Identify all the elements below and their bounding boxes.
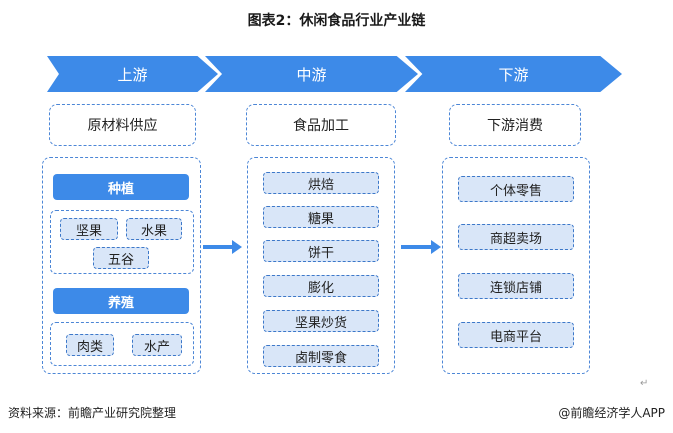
- process-item: 卤制零食: [263, 345, 379, 367]
- breeding-item: 水产: [132, 334, 182, 356]
- source-note: 资料来源：前瞻产业研究院整理: [8, 406, 177, 420]
- stage-midstream: 中游: [205, 56, 418, 92]
- planting-item: 水果: [126, 218, 182, 240]
- channel-item: 商超卖场: [458, 224, 574, 250]
- midstream-header: 食品加工: [246, 104, 396, 146]
- figure-title: 图表2：休闲食品行业产业链: [247, 13, 426, 29]
- process-item: 坚果炒货: [263, 310, 379, 332]
- planting-item: 坚果: [60, 218, 118, 240]
- upstream-header: 原材料供应: [49, 104, 196, 146]
- brand-credit: @前瞻经济学人APP: [558, 406, 665, 420]
- stage-upstream: 上游: [47, 56, 218, 92]
- planting-item: 五谷: [93, 247, 149, 269]
- channel-item: 连锁店铺: [458, 273, 574, 299]
- process-item: 饼干: [263, 240, 379, 262]
- breeding-label: 养殖: [53, 288, 189, 314]
- downstream-header: 下游消费: [449, 104, 581, 146]
- process-item: 烘焙: [263, 172, 379, 194]
- breeding-item: 肉类: [66, 334, 114, 356]
- process-item: 糖果: [263, 206, 379, 228]
- stage-downstream: 下游: [405, 56, 622, 92]
- channel-item: 个体零售: [458, 176, 574, 202]
- flow-arrow-right: [401, 240, 441, 254]
- flow-arrow-right: [203, 240, 242, 254]
- planting-label: 种植: [53, 174, 189, 200]
- process-item: 膨化: [263, 275, 379, 297]
- paragraph-mark: ↵: [640, 378, 649, 389]
- channel-item: 电商平台: [458, 322, 574, 348]
